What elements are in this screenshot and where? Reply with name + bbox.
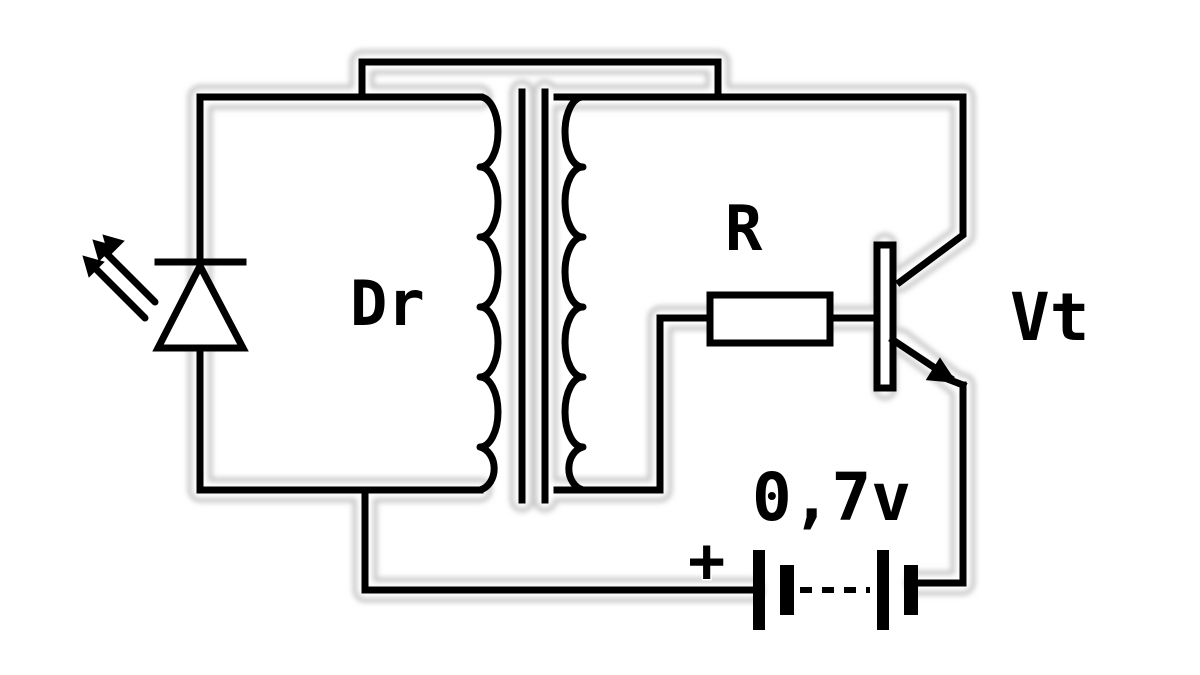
transformer-core [518,88,549,504]
battery [748,550,918,630]
emitter-return-wire [913,381,967,587]
label-voltage: 0,7v [752,459,911,536]
transistor [873,241,968,392]
left-loop-wire [196,93,484,494]
battery-plate-short-2 [904,565,918,615]
label-transistor: Vt [1010,279,1089,356]
battery-plate-long-1 [753,550,765,630]
inductor-secondary-coil [553,93,587,494]
transistor-base-bar [873,241,897,392]
led-light-arrows-icon [82,234,159,322]
inductor-primary-coil [476,93,502,494]
bottom-feed-wire [361,488,756,594]
battery-plate-short-1 [780,565,794,615]
resistor [706,291,834,347]
label-inductor: Dr [350,267,425,340]
label-polarity: + [688,524,725,597]
battery-plate-long-2 [877,550,889,630]
collector-wire [579,93,967,287]
label-resistor: R [725,192,763,265]
led [82,234,249,352]
led-triangle [152,258,249,352]
top-bridge-wire [358,58,722,101]
base-feed-wire [579,314,714,494]
emitter-arrow-icon [925,357,957,383]
